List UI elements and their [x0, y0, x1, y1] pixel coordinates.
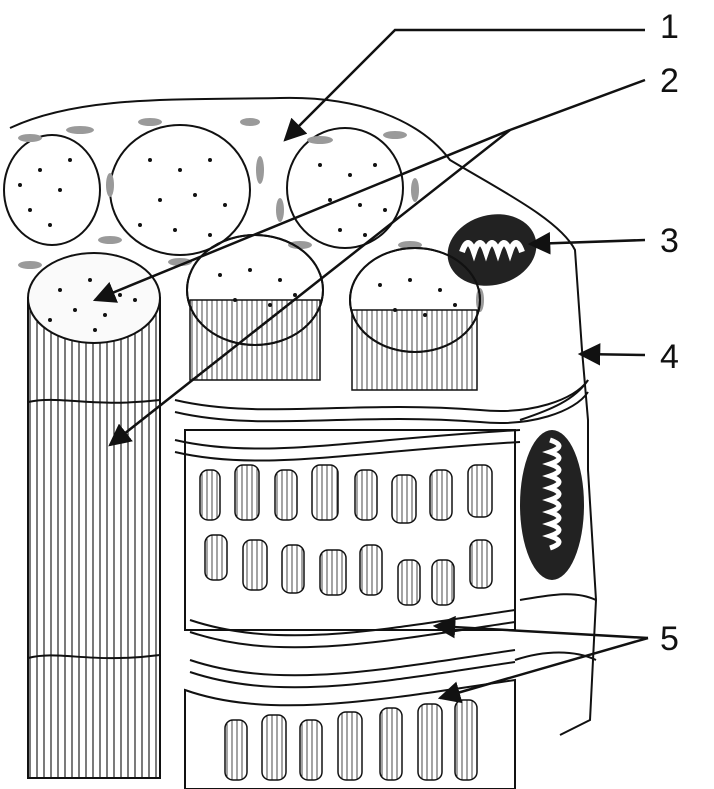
- label-5: 5: [660, 620, 679, 658]
- mitochondrion-lower: [520, 430, 584, 580]
- label-4: 4: [660, 338, 679, 376]
- sarcomere-lower: [185, 680, 515, 789]
- label-1: 1: [660, 8, 679, 46]
- myofibril-longitudinal: [28, 253, 160, 778]
- label-3: 3: [660, 222, 679, 260]
- myofibril-cross-sections-middle: [187, 235, 480, 390]
- label-2: 2: [660, 62, 679, 100]
- mitochondrion-upper: [439, 205, 544, 296]
- myofilament-dots-top: [18, 158, 387, 237]
- myofibril-cross-sections-top: [4, 125, 403, 255]
